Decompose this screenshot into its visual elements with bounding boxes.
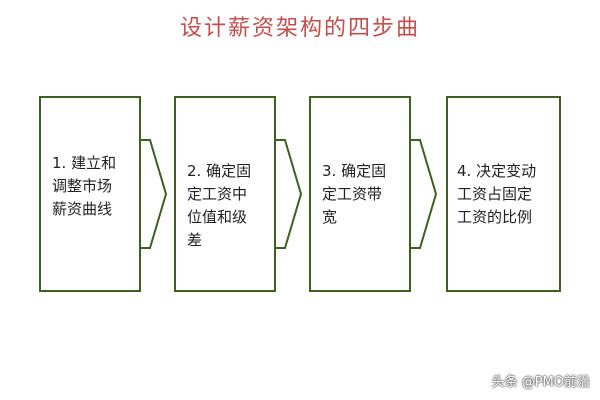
step-2-arrow bbox=[274, 139, 303, 249]
step-4-label: 4. 决定变动 工资占固定 工资的比例 bbox=[457, 162, 537, 226]
step-1-box bbox=[39, 96, 141, 292]
step-2-box bbox=[174, 96, 276, 292]
watermark: 头条 @PMO前沿 bbox=[491, 375, 590, 390]
step-3-arrow bbox=[409, 139, 438, 249]
step-1-label: 1. 建立和 调整市场 薪资曲线 bbox=[52, 154, 117, 218]
step-2-label: 2. 确定固 定工资中 位值和级 差 bbox=[187, 162, 252, 249]
step-1-arrow bbox=[139, 139, 168, 249]
step-4-box bbox=[446, 96, 561, 292]
step-3-label: 3. 确定固 定工资带 宽 bbox=[322, 162, 387, 226]
page-title: 设计薪资架构的四步曲 bbox=[179, 16, 420, 41]
step-3-box bbox=[309, 96, 411, 292]
